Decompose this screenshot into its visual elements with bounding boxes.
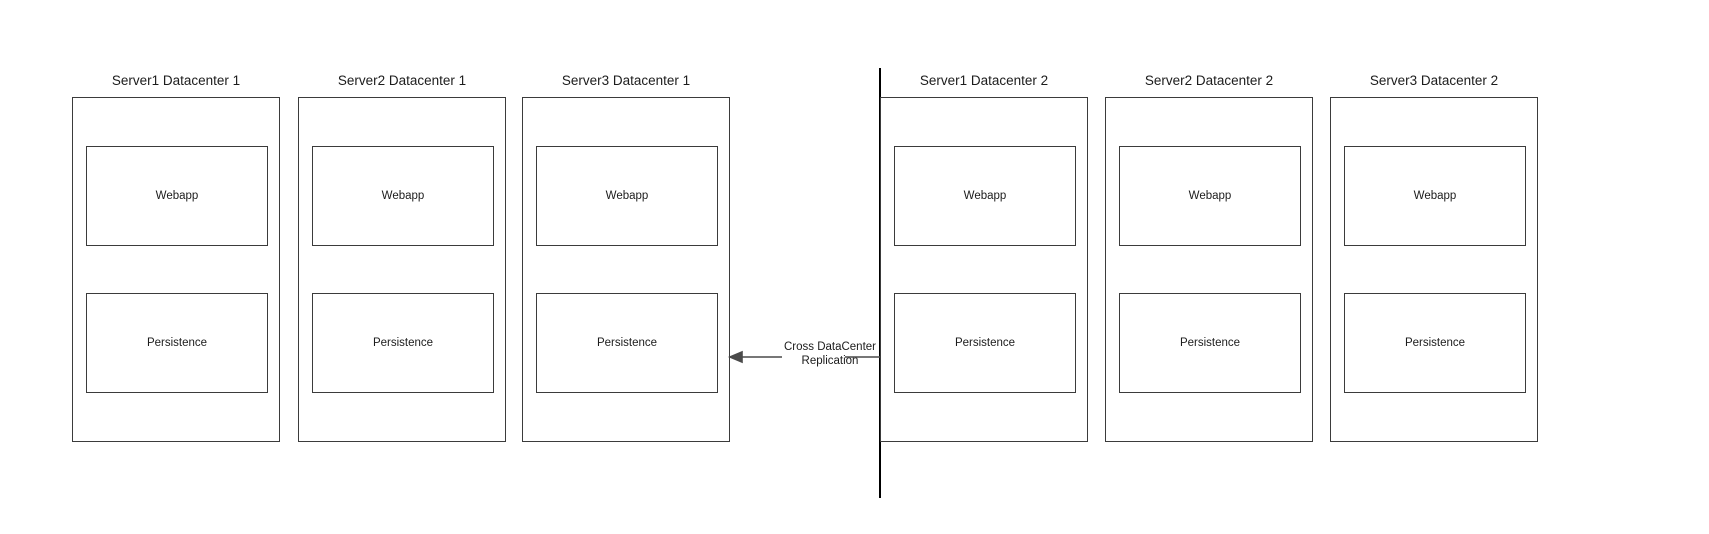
server-column-dc2-server2[interactable]: Server2 Datacenter 2 Webapp Persistence: [1105, 73, 1313, 442]
component-label: Webapp: [381, 190, 425, 202]
component-label: Webapp: [1188, 190, 1232, 202]
component-label: Persistence: [954, 337, 1016, 349]
component-webapp[interactable]: Webapp: [1119, 146, 1301, 246]
server-column-dc2-server1[interactable]: Server1 Datacenter 2 Webapp Persistence: [880, 73, 1088, 442]
server-column-dc1-server1[interactable]: Server1 Datacenter 1 Webapp Persistence: [72, 73, 280, 442]
server-title: Server1 Datacenter 2: [919, 73, 1049, 88]
component-webapp[interactable]: Webapp: [536, 146, 718, 246]
server-column-dc2-server3[interactable]: Server3 Datacenter 2 Webapp Persistence: [1330, 73, 1538, 442]
replication-label-line1: Cross DataCenter: [783, 341, 877, 353]
component-webapp[interactable]: Webapp: [894, 146, 1076, 246]
component-persistence[interactable]: Persistence: [894, 293, 1076, 393]
server-column-dc1-server3[interactable]: Server3 Datacenter 1 Webapp Persistence: [522, 73, 730, 442]
component-persistence[interactable]: Persistence: [1344, 293, 1526, 393]
server-title: Server3 Datacenter 1: [561, 73, 691, 88]
replication-left-arrow: [727, 350, 782, 364]
component-label: Webapp: [605, 190, 649, 202]
component-persistence[interactable]: Persistence: [312, 293, 494, 393]
component-label: Webapp: [1413, 190, 1457, 202]
component-label: Persistence: [372, 337, 434, 349]
server-column-dc1-server2[interactable]: Server2 Datacenter 1 Webapp Persistence: [298, 73, 506, 442]
replication-label-line2: Replication: [801, 355, 859, 367]
component-persistence[interactable]: Persistence: [1119, 293, 1301, 393]
component-webapp[interactable]: Webapp: [86, 146, 268, 246]
server-title: Server3 Datacenter 2: [1369, 73, 1499, 88]
component-label: Webapp: [155, 190, 199, 202]
replication-label: Cross DataCenter Replication: [750, 340, 910, 368]
component-webapp[interactable]: Webapp: [312, 146, 494, 246]
component-persistence[interactable]: Persistence: [86, 293, 268, 393]
component-label: Persistence: [146, 337, 208, 349]
component-persistence[interactable]: Persistence: [536, 293, 718, 393]
component-webapp[interactable]: Webapp: [1344, 146, 1526, 246]
component-label: Persistence: [1179, 337, 1241, 349]
component-label: Webapp: [963, 190, 1007, 202]
server-title: Server2 Datacenter 2: [1144, 73, 1274, 88]
server-title: Server2 Datacenter 1: [337, 73, 467, 88]
component-label: Persistence: [1404, 337, 1466, 349]
server-title: Server1 Datacenter 1: [111, 73, 241, 88]
component-label: Persistence: [596, 337, 658, 349]
